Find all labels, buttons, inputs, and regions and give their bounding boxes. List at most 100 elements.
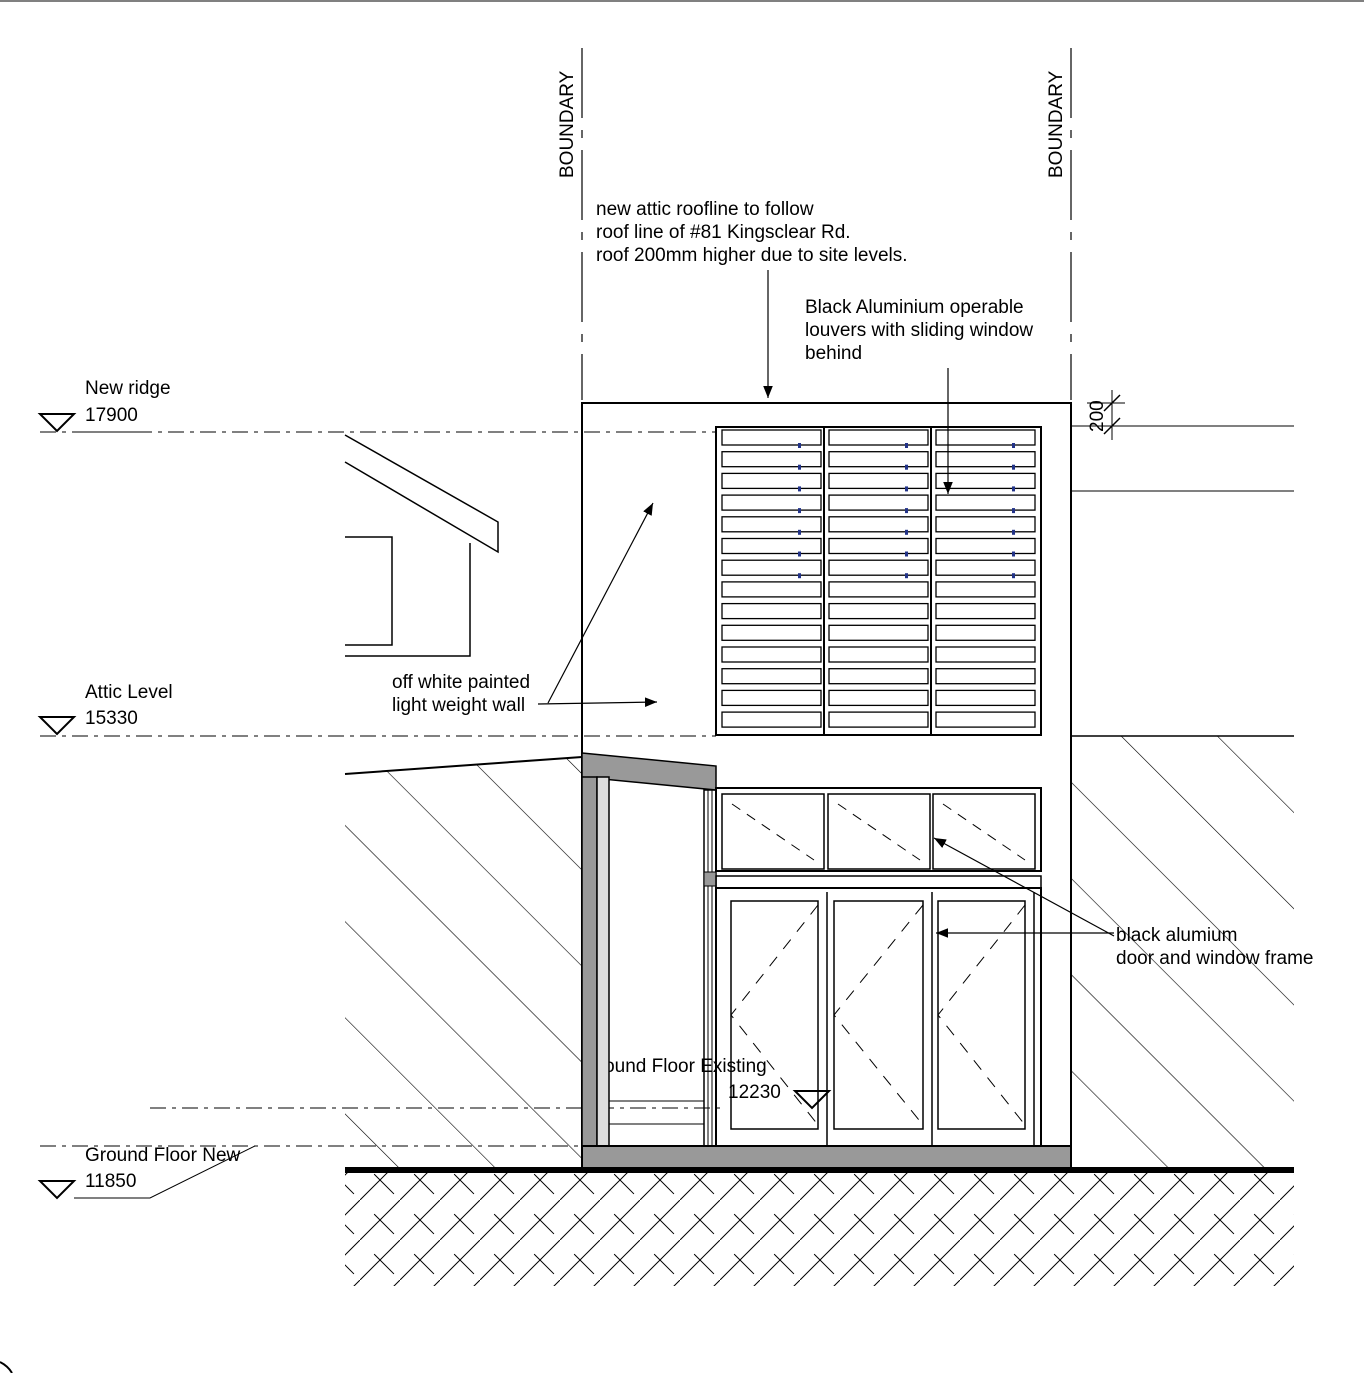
side-jamb xyxy=(703,789,717,1147)
louver-blade xyxy=(935,451,1036,468)
louver-blade xyxy=(935,624,1036,641)
louver-pivot xyxy=(1012,529,1015,535)
louver-blade xyxy=(721,494,822,511)
level-name-attic: Attic Level xyxy=(85,682,173,703)
louver-blade xyxy=(828,516,929,533)
neighbour-wall-right xyxy=(1072,735,1294,1168)
louver-blade xyxy=(828,472,929,490)
note-louvers-line-2: louvers with sliding window xyxy=(805,320,1033,341)
louver-blade xyxy=(721,602,822,620)
louver-pivot xyxy=(798,573,801,579)
level-name-ground-new: Ground Floor New xyxy=(85,1145,241,1166)
highlight-pane xyxy=(721,793,825,870)
note-wall-line-1: off white painted xyxy=(392,672,530,693)
louver-blade xyxy=(721,689,822,707)
louver-pivot xyxy=(905,573,908,579)
louver-blade xyxy=(721,429,822,446)
louver-blade xyxy=(828,689,929,707)
louver-blade xyxy=(828,429,929,446)
louver-pivot xyxy=(798,443,801,448)
louver-pivot xyxy=(798,464,801,470)
louver-panel xyxy=(715,426,1042,736)
note-frame-line-1: black alumium xyxy=(1116,925,1237,946)
louver-pivot xyxy=(905,529,908,535)
note-roofline: new attic roofline to follow roof line o… xyxy=(596,199,908,398)
level-value-attic: 15330 xyxy=(85,708,138,729)
level-value-ground-existing: 12230 xyxy=(728,1082,781,1103)
louver-blade xyxy=(935,602,1036,620)
louver-pivot xyxy=(798,551,801,557)
dimension-200 xyxy=(1071,390,1294,492)
louver-pivot xyxy=(1012,486,1015,492)
louver-blade xyxy=(935,516,1036,533)
louver-blade xyxy=(721,668,822,685)
level-marker-ridge xyxy=(37,413,150,433)
level-marker-ground-existing xyxy=(792,1090,832,1110)
entry-step xyxy=(609,1100,704,1125)
level-value-ridge: 17900 xyxy=(85,405,138,426)
note-louvers-line-3: behind xyxy=(805,343,862,364)
door-leaf xyxy=(937,900,1026,1130)
level-value-ground-new: 11850 xyxy=(85,1171,136,1192)
louver-pivot xyxy=(1012,551,1015,557)
opening-indicator xyxy=(731,803,815,861)
neighbour-wall-left xyxy=(344,756,583,1168)
note-louvers: Black Aluminium operable louvers with sl… xyxy=(805,297,1033,494)
door-leaf xyxy=(833,900,924,1130)
floor-slab xyxy=(581,1145,1072,1169)
note-roofline-line-2: roof line of #81 Kingsclear Rd. xyxy=(596,222,851,243)
bifold-doors xyxy=(715,887,1042,1147)
louver-blade xyxy=(935,559,1036,576)
louver-blade xyxy=(828,646,929,663)
louver-blade xyxy=(721,581,822,598)
note-roofline-line-3: roof 200mm higher due to site levels. xyxy=(596,245,908,266)
louver-blade xyxy=(935,429,1036,446)
louver-blade xyxy=(828,581,929,598)
louver-blade xyxy=(828,602,929,620)
level-marker-attic xyxy=(37,716,77,736)
louver-blade xyxy=(935,689,1036,707)
louver-pivot xyxy=(1012,573,1015,579)
louver-pivot xyxy=(1012,508,1015,514)
louver-blade xyxy=(828,451,929,468)
louver-pivot xyxy=(798,486,801,492)
louver-blade xyxy=(828,668,929,685)
louver-pivot xyxy=(1012,464,1015,470)
note-wall: off white painted light weight wall xyxy=(388,502,658,718)
louver-blade xyxy=(828,494,929,511)
boundary-label-right: BOUNDARY xyxy=(1046,70,1067,178)
louver-pivot xyxy=(905,486,908,492)
louver-pivot xyxy=(798,529,801,535)
louver-blade xyxy=(935,494,1036,511)
louver-blade xyxy=(935,668,1036,685)
section-symbol xyxy=(0,1361,13,1374)
louver-blade xyxy=(721,711,822,728)
note-frame-line-2: door and window frame xyxy=(1116,948,1314,969)
boundary-label-left: BOUNDARY xyxy=(557,70,578,178)
louver-blade xyxy=(828,559,929,576)
door-swing-indicator xyxy=(730,904,819,1126)
dimension-label: 200 xyxy=(1087,400,1108,432)
louver-blade xyxy=(935,472,1036,490)
louver-blade xyxy=(828,624,929,641)
note-frame: black alumium door and window frame xyxy=(933,837,1314,969)
entry-post xyxy=(581,776,610,1147)
louver-pivot xyxy=(798,508,801,514)
earth-hatch xyxy=(345,1167,1294,1286)
highlight-pane xyxy=(827,793,931,870)
louver-pivot xyxy=(905,443,908,448)
louver-blade xyxy=(721,516,822,533)
louver-blade xyxy=(935,537,1036,555)
level-name-ground-existing: Ground Floor Existing xyxy=(583,1056,767,1077)
louver-pivot xyxy=(905,508,908,514)
door-swing-indicator xyxy=(833,904,924,1126)
louver-pivot xyxy=(1012,443,1015,448)
louver-blade xyxy=(935,646,1036,663)
door-swing-indicator xyxy=(937,904,1026,1126)
neighbour-house-outline xyxy=(344,434,499,657)
louver-blade xyxy=(935,711,1036,728)
louver-blade xyxy=(721,624,822,641)
level-name-ridge: New ridge xyxy=(85,378,171,399)
